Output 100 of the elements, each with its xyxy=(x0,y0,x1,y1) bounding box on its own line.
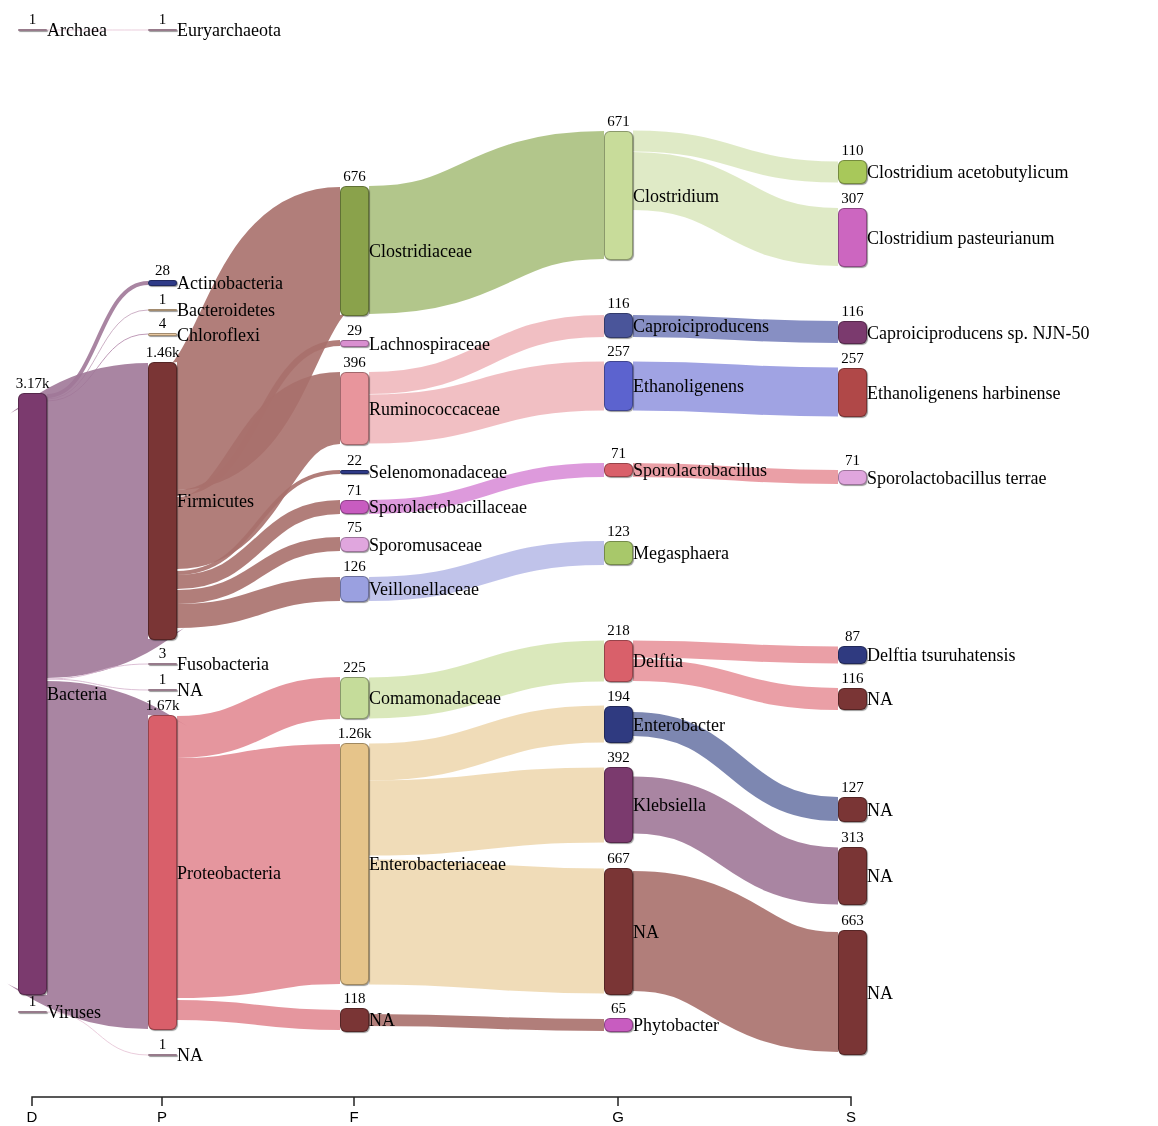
flow-band xyxy=(366,131,607,314)
count-label: 29 xyxy=(347,323,362,340)
taxon-label: NA xyxy=(867,690,893,708)
taxon-label: Veillonellaceae xyxy=(369,580,479,598)
taxon-label: NA xyxy=(867,983,893,1002)
flow-band xyxy=(175,744,342,998)
count-label: 307 xyxy=(841,191,864,208)
axis-label: G xyxy=(612,1109,624,1124)
taxon-label: Sporolactobacillus xyxy=(633,461,767,479)
taxon-label: NA xyxy=(633,922,659,941)
count-label: 87 xyxy=(845,629,860,646)
count-label: 1.67k xyxy=(145,698,180,715)
taxon-label: Klebsiella xyxy=(633,796,706,814)
taxon-label: Proteobacteria xyxy=(177,863,281,882)
count-label: 3 xyxy=(158,646,167,663)
taxon-label: Ruminococcaceae xyxy=(369,399,500,418)
flow-band xyxy=(632,640,839,664)
taxon-label: Sporolactobacillus terrae xyxy=(867,468,1047,487)
taxon-label: Fusobacteria xyxy=(177,655,269,673)
flow-band xyxy=(176,340,341,496)
count-label: 257 xyxy=(607,344,630,361)
count-label: 65 xyxy=(611,1001,626,1018)
count-label: 218 xyxy=(607,623,630,640)
flow-band xyxy=(176,500,341,589)
count-label: 71 xyxy=(845,453,860,470)
count-label: 1 xyxy=(158,12,167,29)
axis-label: F xyxy=(349,1109,359,1124)
flow-band xyxy=(632,463,839,484)
count-label: 126 xyxy=(343,559,366,576)
taxon-label: Ethanoligenens xyxy=(633,377,744,395)
taxon-label: Clostridium xyxy=(633,186,719,205)
count-label: 123 xyxy=(607,524,630,541)
count-label: 676 xyxy=(343,169,366,186)
count-label: 110 xyxy=(841,143,864,160)
count-label: 1 xyxy=(158,672,167,689)
flow-band xyxy=(176,537,341,604)
taxon-label: NA xyxy=(369,1011,395,1029)
taxon-label: NA xyxy=(867,800,893,819)
taxon-label: Selenomonadaceae xyxy=(369,463,507,481)
count-label: 3.17k xyxy=(15,376,50,393)
count-label: 1 xyxy=(158,1037,167,1054)
taxon-label: Ethanoligenens harbinense xyxy=(867,383,1061,402)
flow-band xyxy=(632,659,839,710)
count-label: 28 xyxy=(155,263,170,280)
taxon-label: Firmicutes xyxy=(177,492,254,510)
count-label: 313 xyxy=(841,830,864,847)
taxon-label: Archaea xyxy=(47,21,107,39)
count-label: 75 xyxy=(347,520,362,537)
count-label: 4 xyxy=(158,316,167,333)
count-label: 116 xyxy=(841,671,864,688)
taxon-label: Enterobacteriaceae xyxy=(369,855,506,873)
taxon-label: Delftia xyxy=(633,652,683,670)
count-label: 671 xyxy=(607,114,630,131)
count-label: 71 xyxy=(347,483,362,500)
taxon-label: Sporomusaceae xyxy=(369,535,482,554)
flow-band xyxy=(631,152,840,266)
axis-label: D xyxy=(26,1109,38,1124)
flow-band xyxy=(368,541,605,601)
axis-label: S xyxy=(846,1109,856,1124)
count-label: 1 xyxy=(28,12,37,29)
taxon-label: Caproiciproducens sp. NJN-50 xyxy=(867,323,1090,342)
count-label: 392 xyxy=(607,750,630,767)
count-label: 667 xyxy=(607,851,630,868)
flow-band xyxy=(368,1014,605,1031)
flow-band xyxy=(368,640,605,719)
count-label: 22 xyxy=(347,453,362,470)
axis-label: P xyxy=(157,1109,167,1124)
count-label: 116 xyxy=(607,296,630,313)
taxon-label: Phytobacter xyxy=(633,1016,719,1034)
taxon-label: Caproiciproducens xyxy=(633,316,769,335)
count-label: 71 xyxy=(611,446,626,463)
flow-band xyxy=(46,678,149,691)
taxon-label: NA xyxy=(177,1046,203,1064)
taxon-label: Megasphaera xyxy=(633,544,729,562)
count-label: 1 xyxy=(28,994,37,1011)
count-label: 1 xyxy=(158,292,167,309)
flow-band xyxy=(176,577,341,628)
taxon-label: NA xyxy=(177,681,203,699)
count-label: 118 xyxy=(343,991,366,1008)
count-label: 396 xyxy=(343,355,366,372)
taxon-label: Clostridiaceae xyxy=(369,242,472,260)
flow-band xyxy=(631,776,840,905)
count-label: 116 xyxy=(841,304,864,321)
count-label: 1.46k xyxy=(145,345,180,362)
taxon-label: Comamonadaceae xyxy=(369,689,501,707)
taxon-label: Lachnospiraceae xyxy=(369,334,490,353)
count-label: 225 xyxy=(343,660,366,677)
count-label: 663 xyxy=(841,913,864,930)
taxon-label: Sporolactobacillaceae xyxy=(369,498,527,516)
count-label: 1.26k xyxy=(337,726,372,743)
taxon-label: Clostridium acetobutylicum xyxy=(867,163,1069,181)
taxon-label: Euryarchaeota xyxy=(177,21,281,39)
taxon-label: NA xyxy=(867,867,893,885)
flow-band xyxy=(176,470,341,575)
count-label: 127 xyxy=(841,780,864,797)
count-label: 194 xyxy=(607,689,630,706)
taxon-label: Bacteria xyxy=(47,685,107,703)
taxon-label: Delftia tsuruhatensis xyxy=(867,646,1016,664)
flow-band xyxy=(632,315,839,343)
count-label: 257 xyxy=(841,351,864,368)
